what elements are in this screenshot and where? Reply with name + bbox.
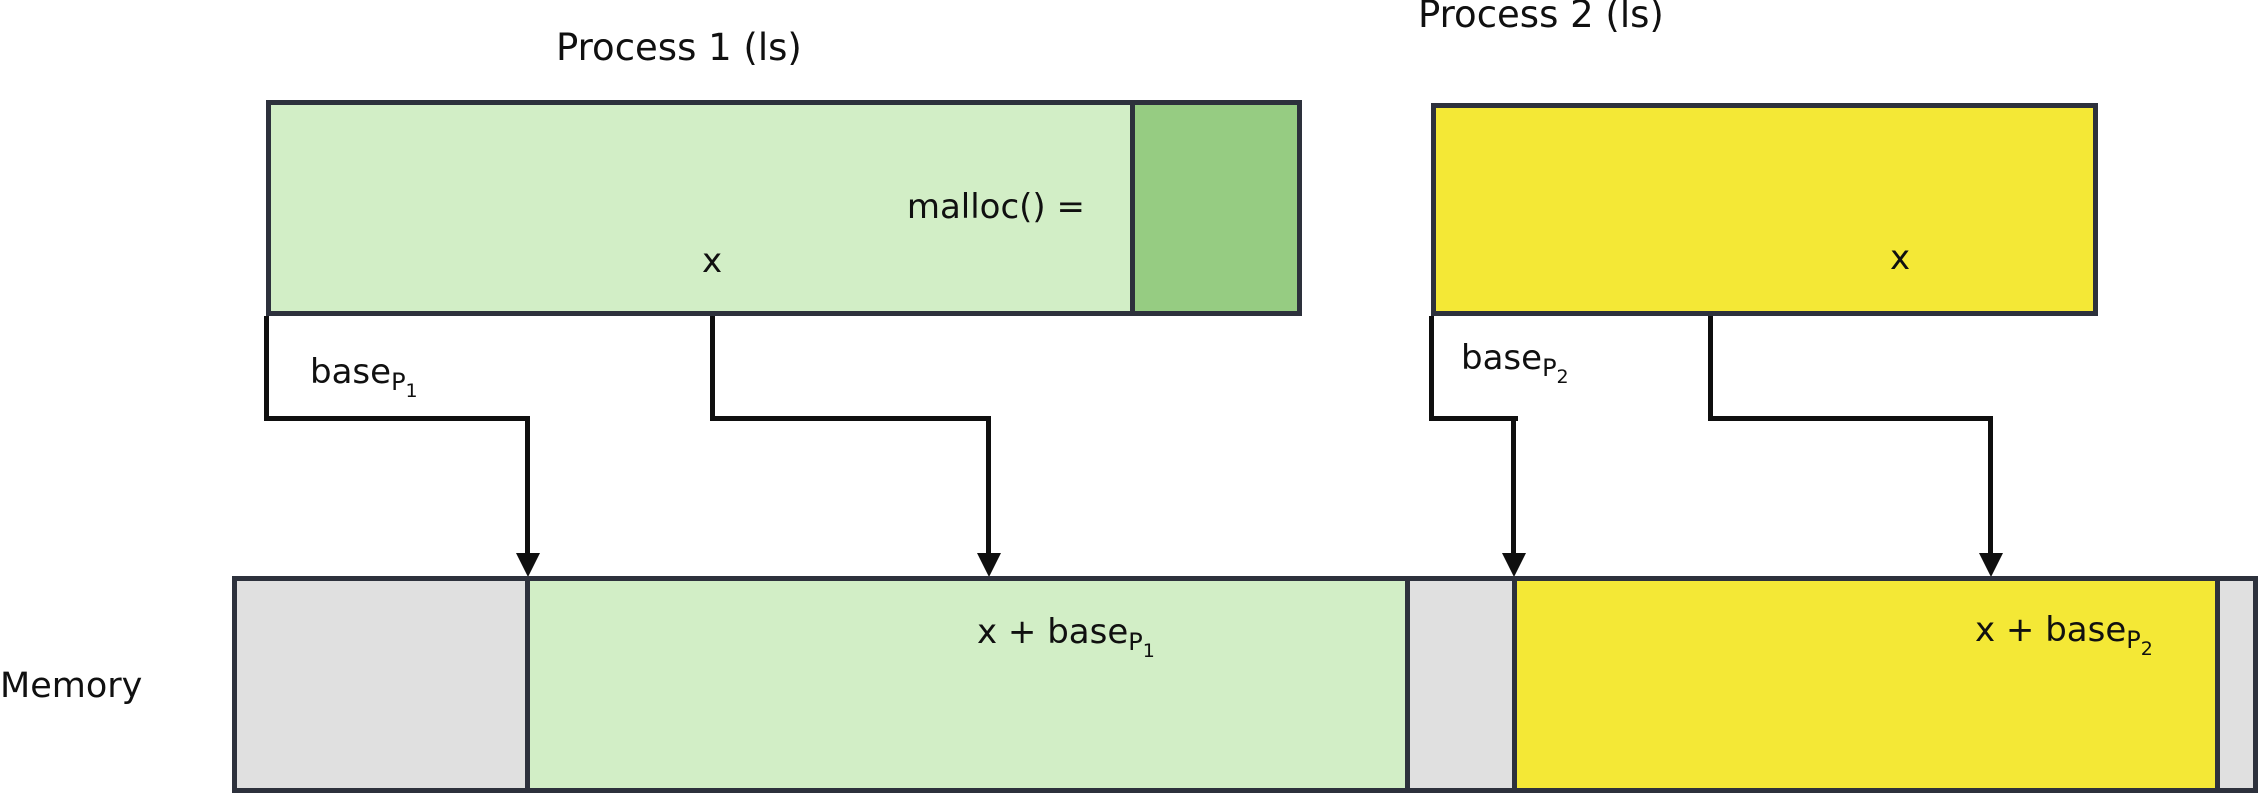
memory-p1-offset-sub: P bbox=[1128, 628, 1143, 656]
base-p2-label: baseP2 bbox=[1461, 338, 1569, 389]
memory-segment-process2 bbox=[1512, 581, 2215, 788]
memory-bar bbox=[232, 576, 2258, 793]
process2-title: Process 2 (ls) bbox=[1418, 0, 1664, 36]
base-p1-label: baseP1 bbox=[310, 352, 418, 403]
base-p1-sub: P bbox=[391, 368, 406, 396]
base-p2-connector-drop bbox=[1511, 416, 1516, 556]
base-p1-connector-drop bbox=[525, 416, 530, 556]
base-p1-text: base bbox=[310, 352, 392, 392]
base-p1-subsub: 1 bbox=[405, 380, 418, 402]
x-p1-connector-vertical bbox=[710, 316, 715, 421]
memory-p2-offset-subsub: 2 bbox=[2140, 638, 2153, 660]
base-p2-connector-vertical bbox=[1429, 316, 1434, 421]
process1-allocated-region bbox=[1130, 105, 1297, 311]
x-p1-connector-horizontal bbox=[710, 416, 991, 421]
memory-p2-offset-text: x + base bbox=[1975, 610, 2127, 650]
base-p1-arrowhead bbox=[516, 553, 540, 577]
process2-box: x bbox=[1431, 103, 2098, 316]
x-p2-connector-drop bbox=[1988, 416, 1993, 556]
x-p1-connector-drop bbox=[986, 416, 991, 556]
process1-title: Process 1 (ls) bbox=[556, 26, 802, 69]
malloc-label: malloc() = bbox=[906, 187, 1085, 227]
base-p2-arrowhead bbox=[1502, 553, 1526, 577]
base-p2-text: base bbox=[1461, 338, 1543, 378]
base-p2-connector-horizontal bbox=[1429, 416, 1518, 421]
base-p2-sub: P bbox=[1542, 354, 1557, 382]
memory-segment-free-2 bbox=[1405, 581, 1512, 788]
x-p1-arrowhead bbox=[977, 553, 1001, 577]
memory-label: Memory bbox=[0, 666, 143, 706]
memory-p2-offset-sub: P bbox=[2126, 626, 2141, 654]
base-p2-subsub: 2 bbox=[1556, 366, 1569, 388]
base-p1-connector-vertical bbox=[264, 316, 269, 421]
x-p2-connector-horizontal bbox=[1708, 416, 1993, 421]
x-label-p1: x bbox=[701, 241, 723, 281]
memory-p1-offset-label: x + baseP1 bbox=[977, 612, 1155, 663]
memory-segment-free-1 bbox=[237, 581, 525, 788]
base-p1-connector-horizontal bbox=[264, 416, 530, 421]
memory-p2-offset-label: x + baseP2 bbox=[1975, 610, 2153, 661]
memory-segment-free-3 bbox=[2215, 581, 2253, 788]
memory-p1-offset-subsub: 1 bbox=[1142, 640, 1155, 662]
memory-segment-process1 bbox=[525, 581, 1405, 788]
process1-box: malloc() = x bbox=[266, 100, 1302, 316]
x-p2-arrowhead bbox=[1979, 553, 2003, 577]
memory-p1-offset-text: x + base bbox=[977, 612, 1129, 652]
x-p2-connector-vertical bbox=[1708, 316, 1713, 421]
x-label-p2: x bbox=[1889, 238, 1911, 278]
